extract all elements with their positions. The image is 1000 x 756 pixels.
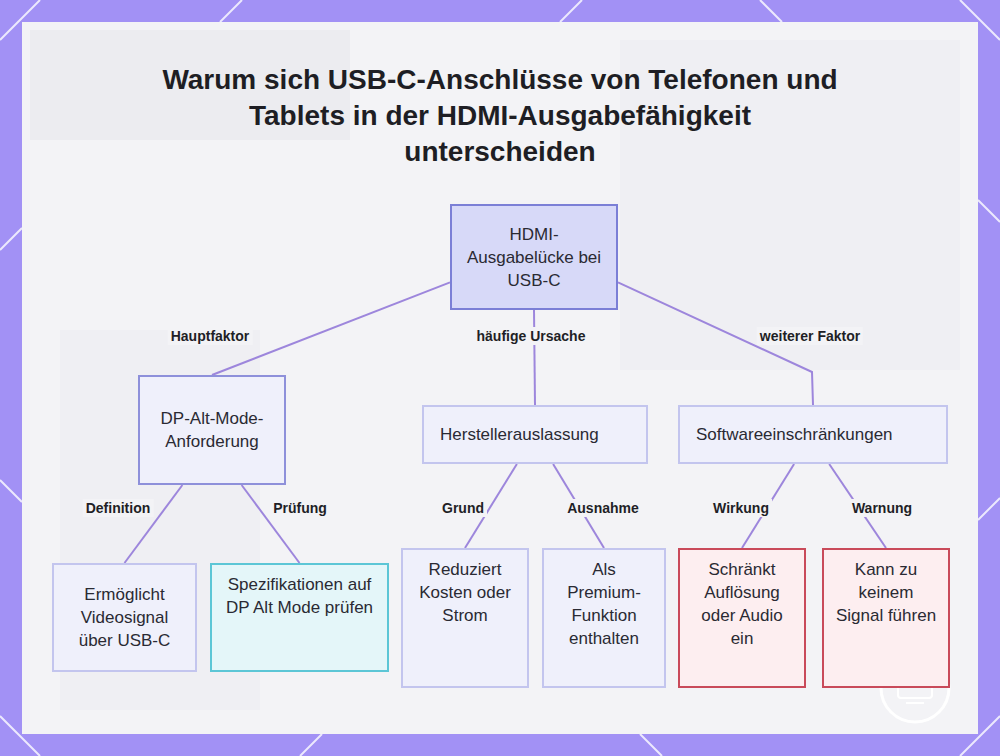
- content-panel: [22, 22, 978, 734]
- box-text: Als Premium-Funktion enthalten: [554, 558, 654, 650]
- concept-box: HDMI-Ausgabelücke bei USB-C: [450, 204, 618, 310]
- edge-label: häufige Ursache: [474, 327, 589, 345]
- concept-box: Herstellerauslassung: [422, 405, 648, 464]
- concept-box: Als Premium-Funktion enthalten: [542, 548, 666, 688]
- edge-label: Definition: [83, 499, 154, 517]
- edge-label: Wirkung: [710, 499, 772, 517]
- box-text: HDMI-Ausgabelücke bei USB-C: [462, 223, 606, 292]
- concept-box: Reduziert Kosten oder Strom: [401, 548, 529, 688]
- connector-line: [125, 485, 183, 563]
- edge-label: Warnung: [849, 499, 915, 517]
- concept-box: Softwareeinschränkungen: [678, 405, 948, 464]
- box-text: Softwareeinschränkungen: [696, 423, 930, 446]
- edge-label: Ausnahme: [564, 499, 642, 517]
- box-text: Spezifikationen auf DP Alt Mode prüfen: [222, 573, 377, 619]
- edge-label: Hauptfaktor: [168, 327, 253, 345]
- concept-box: Schränkt Auflösung oder Audio ein: [678, 548, 806, 688]
- box-text: Reduziert Kosten oder Strom: [413, 558, 517, 627]
- connector-line: [534, 310, 535, 405]
- concept-box: Kann zu keinem Signal führen: [822, 548, 950, 688]
- edge-label: Grund: [439, 499, 487, 517]
- edge-label: weiterer Faktor: [757, 327, 863, 345]
- concept-box: DP-Alt-Mode-Anforderung: [138, 375, 286, 485]
- blurred-background: [30, 30, 960, 710]
- box-text: Herstellerauslassung: [440, 423, 630, 446]
- box-text: Schränkt Auflösung oder Audio ein: [690, 558, 794, 650]
- concept-box: Ermöglicht Videosignal über USB-C: [52, 563, 197, 672]
- box-text: Ermöglicht Videosignal über USB-C: [64, 583, 185, 652]
- box-text: Kann zu keinem Signal führen: [834, 558, 938, 627]
- box-text: DP-Alt-Mode-Anforderung: [150, 407, 274, 453]
- connector-line: [242, 485, 300, 563]
- diagram-title: Warum sich USB-C-Anschlüsse von Telefone…: [150, 62, 850, 170]
- edge-label: Prüfung: [270, 499, 330, 517]
- concept-box: Spezifikationen auf DP Alt Mode prüfen: [210, 563, 389, 672]
